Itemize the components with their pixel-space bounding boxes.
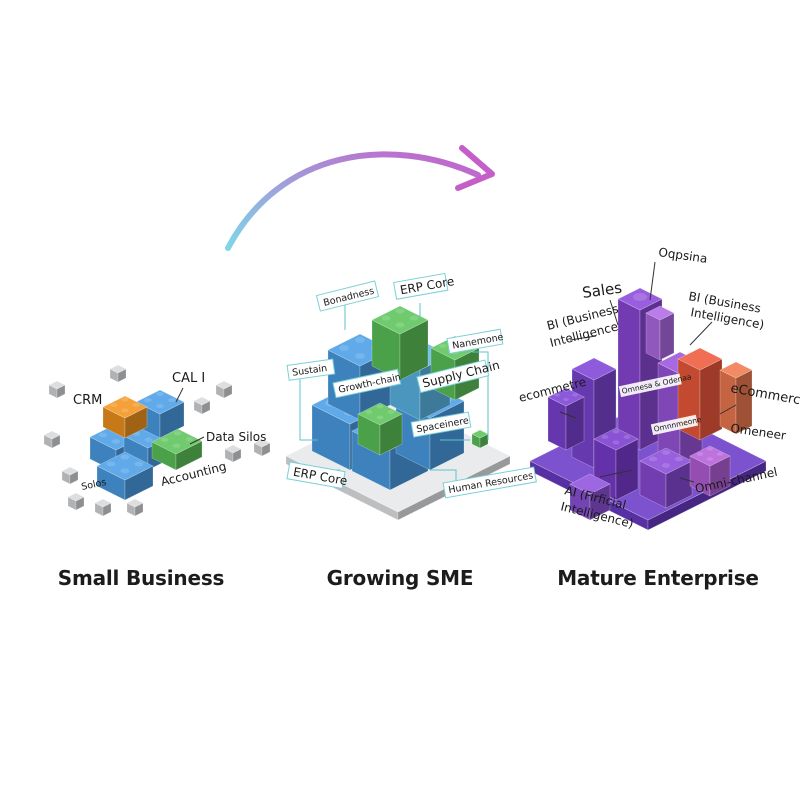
stud	[132, 403, 140, 407]
grey-cube	[94, 498, 112, 517]
stud	[376, 404, 384, 409]
stud	[144, 397, 152, 403]
data-silos-label: Data Silos	[206, 430, 266, 444]
stud	[395, 322, 405, 328]
stud	[365, 410, 373, 414]
stud	[172, 443, 181, 448]
tower	[547, 387, 585, 451]
grey-cube	[61, 466, 79, 485]
grey-cube	[224, 444, 242, 463]
stud	[387, 410, 395, 414]
growth-arrow	[225, 145, 495, 251]
stud	[160, 437, 169, 442]
growing-sme-title: Growing SME	[326, 566, 474, 590]
svg-text:Sustain: Sustain	[291, 363, 327, 379]
orange-block	[102, 395, 148, 439]
tag-erp-core-bottom: ERP Core	[286, 461, 348, 490]
stud	[601, 435, 609, 439]
green-block	[357, 402, 403, 456]
stud	[338, 345, 350, 351]
stud	[563, 388, 569, 393]
stud	[706, 447, 714, 451]
stud	[98, 432, 108, 438]
stud	[706, 457, 714, 461]
small-business-title: Small Business	[57, 566, 225, 590]
stud	[376, 415, 384, 420]
cal-label: CAL I	[172, 371, 205, 386]
stud	[395, 308, 405, 314]
stud	[409, 315, 419, 321]
tower	[593, 427, 639, 501]
crm-label: CRM	[73, 393, 102, 408]
grey-cube	[109, 364, 127, 383]
silos-label: Solos	[80, 477, 107, 493]
stud	[648, 456, 658, 462]
grey-cube	[193, 396, 211, 415]
stud	[110, 403, 118, 407]
stud	[121, 397, 129, 402]
stud	[572, 393, 578, 397]
green-block	[151, 428, 203, 471]
grey-cube	[215, 380, 233, 399]
stud	[661, 463, 671, 468]
grey-cube	[48, 380, 66, 399]
stud	[156, 391, 164, 397]
mature-enterprise-title: Mature Enterprise	[557, 566, 759, 590]
green-block	[371, 305, 429, 381]
stud	[354, 353, 366, 359]
mature-enterprise-illustration	[529, 287, 767, 531]
green-cube	[471, 429, 489, 449]
stud	[632, 293, 648, 301]
tower	[689, 445, 731, 497]
stud	[144, 437, 153, 442]
stud	[661, 450, 671, 455]
blue-block	[96, 451, 154, 501]
tower	[639, 447, 693, 509]
grey-cube	[67, 492, 85, 511]
orange-tower	[719, 361, 753, 435]
stud	[111, 439, 121, 444]
sales-label: Sales	[581, 279, 623, 302]
spire	[645, 305, 675, 361]
stud	[716, 452, 724, 456]
stud	[168, 397, 176, 403]
tag-sustain: Sustain	[286, 358, 336, 381]
omeneer-label: Omeneer	[730, 421, 787, 443]
grey-cube	[43, 430, 61, 449]
stud	[120, 454, 130, 460]
grey-cube	[126, 498, 144, 517]
stud	[106, 461, 116, 467]
stud	[354, 337, 366, 343]
stud	[156, 403, 164, 409]
stud	[612, 440, 620, 445]
tower	[569, 473, 611, 521]
stud	[134, 461, 144, 467]
stud	[554, 393, 560, 397]
stud	[563, 397, 569, 402]
stud	[381, 315, 391, 321]
stud	[612, 429, 620, 434]
stud	[439, 343, 447, 349]
stud	[623, 435, 631, 439]
stud	[696, 452, 704, 456]
small-business-illustration	[43, 364, 271, 517]
tag-bonadness: Bonadness	[315, 280, 380, 312]
stud	[121, 408, 129, 413]
stud	[173, 431, 182, 436]
oqpsina-label: Oqpsina	[658, 245, 709, 266]
stud	[674, 456, 684, 462]
tag-erp-core-top: ERP Core	[393, 272, 455, 300]
grey-cube	[253, 438, 271, 457]
stud	[185, 437, 194, 442]
stud	[120, 468, 130, 474]
